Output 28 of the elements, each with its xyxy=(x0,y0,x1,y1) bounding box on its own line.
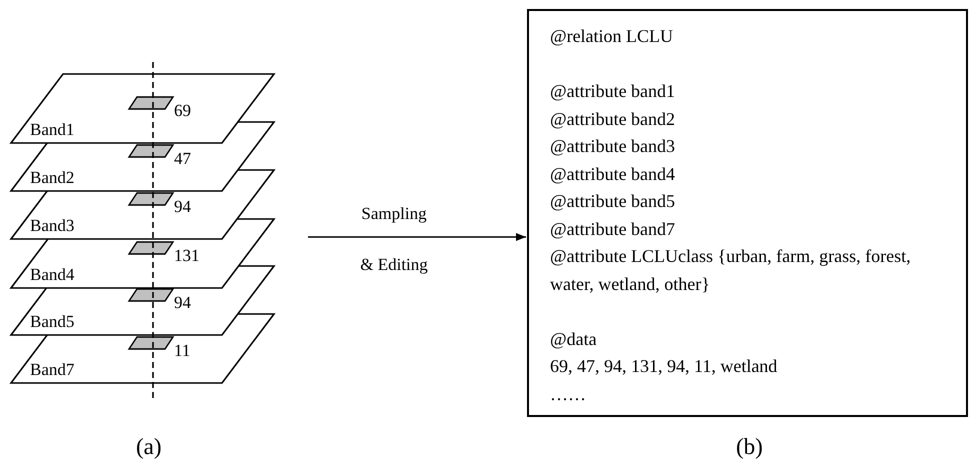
band-label: Band5 xyxy=(30,312,74,332)
code-line: @attribute band3 xyxy=(550,135,676,158)
pixel-value: 69 xyxy=(174,101,191,121)
code-line: @attribute band4 xyxy=(550,162,676,186)
band-label: Band2 xyxy=(30,168,74,188)
pixel-value: 47 xyxy=(174,149,191,169)
text-panel xyxy=(527,9,968,417)
band-label: Band1 xyxy=(30,120,74,140)
panel-label: (b) xyxy=(736,434,763,460)
code-line: @attribute band7 xyxy=(550,218,676,240)
band-label: Band3 xyxy=(30,216,74,236)
code-line: @attribute band2 xyxy=(550,108,676,130)
code-line: @relation LCLU xyxy=(550,25,674,48)
pixel-value: 94 xyxy=(174,197,191,217)
code-line: @attribute LCLUclass {urban, farm, grass, forest, water, wetland, other} xyxy=(550,245,912,296)
code-line: @data xyxy=(550,328,598,350)
code-line: @attribute band1 xyxy=(550,80,676,103)
band-label: Band4 xyxy=(30,265,74,285)
pixel-value: 131 xyxy=(174,246,200,266)
pixel-value: 94 xyxy=(174,293,191,313)
code-line: …… xyxy=(550,382,587,406)
panel-label: (a) xyxy=(136,434,162,460)
pixel-value: 11 xyxy=(174,341,190,361)
code-line: 69, 47, 94, 131, 94, 11, wetland xyxy=(550,355,778,378)
edge-label: Sampling & Editing xyxy=(359,203,429,276)
code-line: @attribute band5 xyxy=(550,190,676,213)
arrow xyxy=(308,233,526,241)
band-label: Band7 xyxy=(30,360,74,380)
